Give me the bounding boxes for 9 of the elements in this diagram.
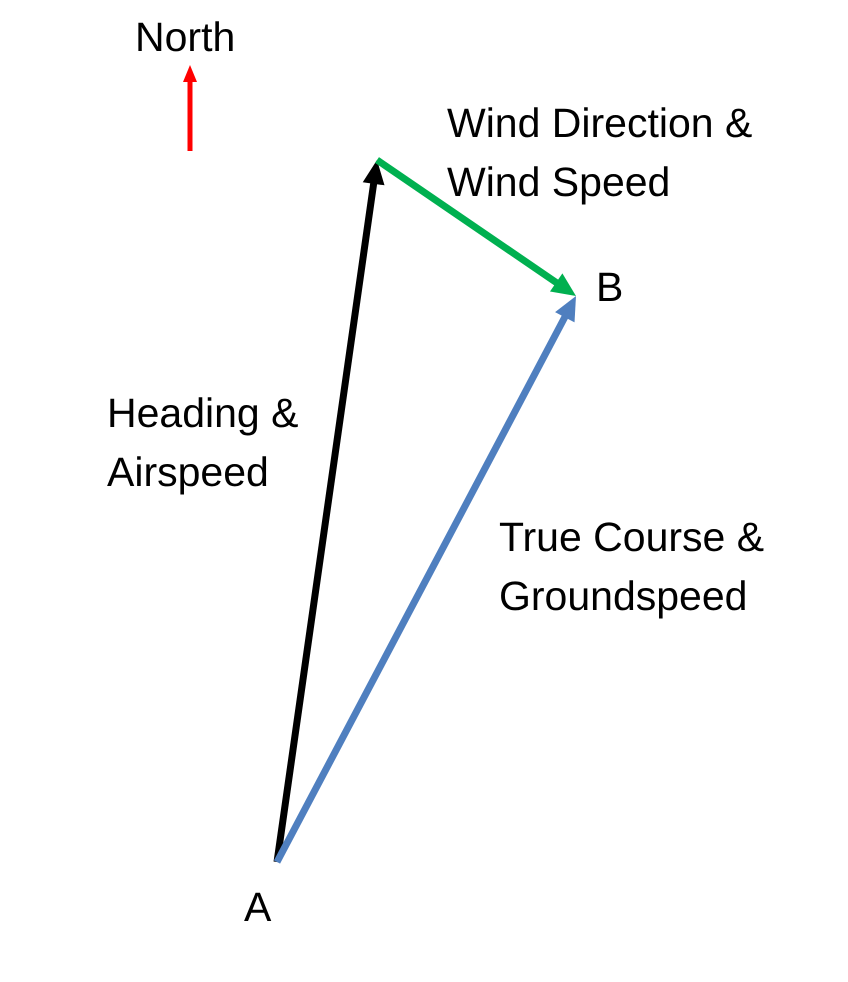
direction-label: North — [135, 13, 236, 61]
edge-label: Heading & Airspeed — [107, 389, 300, 497]
arrow — [375, 157, 576, 296]
edge-label: Wind Direction & Wind Speed — [447, 99, 754, 207]
point-label: B — [596, 263, 624, 311]
point-label: A — [244, 883, 272, 931]
arrow — [274, 296, 576, 864]
arrow — [274, 160, 384, 862]
edge-label: True Course & Groundspeed — [499, 513, 766, 621]
